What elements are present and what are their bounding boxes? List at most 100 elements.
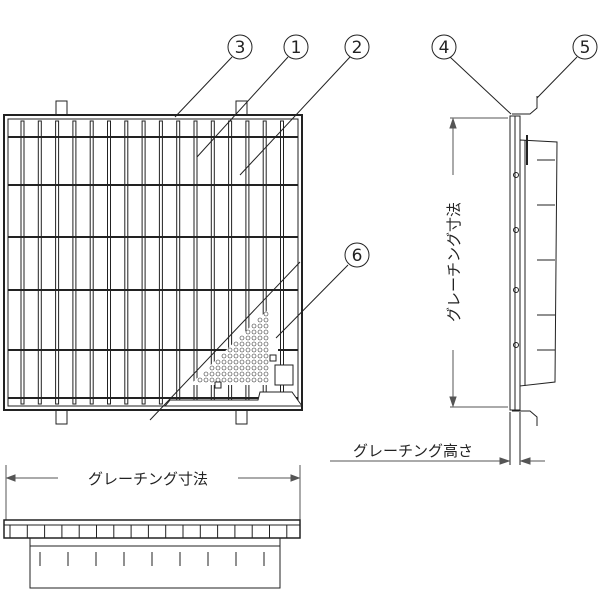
perforation-hole [257, 323, 263, 329]
perforation-hole [227, 353, 233, 359]
perforation-hole [257, 329, 263, 335]
bearing-bar [124, 120, 129, 405]
callout-number: 2 [352, 38, 363, 58]
outer-frame [3, 114, 303, 411]
thickness-dimension-label: グレーチング高さ [353, 442, 473, 460]
perforation-hole [251, 353, 257, 359]
callout-circle [227, 34, 253, 60]
width-dimension [5, 465, 301, 520]
perforation-hole [233, 377, 239, 383]
section-cut-line [149, 261, 301, 421]
bearing-bar [176, 120, 181, 405]
bearing-bar [55, 120, 60, 405]
perforation-hole [221, 353, 227, 359]
width-dimension-label: グレーチング寸法 [88, 470, 208, 488]
clip [513, 172, 519, 178]
callout-number: 3 [235, 38, 246, 58]
perforation-hole [251, 377, 257, 383]
perforation-hole [245, 377, 251, 383]
perforation-hole [209, 371, 215, 377]
perforation-hole [263, 377, 269, 383]
perforation-hole [257, 371, 263, 377]
bearing-bar [20, 120, 25, 405]
perforation-hole [227, 347, 233, 353]
bearing-bar [158, 120, 163, 405]
perforation-hole [251, 365, 257, 371]
perforation-hole [221, 359, 227, 365]
perforation-hole [239, 365, 245, 371]
perforation-hole [233, 353, 239, 359]
bearing-bar [89, 120, 94, 405]
perforation-hole [233, 365, 239, 371]
leaders [174, 56, 578, 339]
anchor-tab [55, 100, 68, 116]
plan-view [3, 100, 303, 425]
callout-circle [283, 34, 309, 60]
perforation-hole [221, 377, 227, 383]
perforation-hole [263, 311, 269, 317]
perforation-hole [239, 359, 245, 365]
perforation-hole [227, 365, 233, 371]
perforation-hole [209, 377, 215, 383]
perforation-hole [221, 371, 227, 377]
perforation-hole [257, 359, 263, 365]
thickness-dimension [330, 457, 545, 465]
anchor-tab [235, 409, 248, 425]
perforation-hole [257, 347, 263, 353]
perforation-hole [209, 365, 215, 371]
perforation-hole [245, 353, 251, 359]
perforation-hole [251, 329, 257, 335]
side-elevation [509, 96, 558, 465]
bolt-icon [214, 381, 222, 389]
perforation-hole [257, 377, 263, 383]
perforation-hole [215, 365, 221, 371]
perforation-hole [257, 317, 263, 323]
perforation-hole [263, 353, 269, 359]
callout-number: 5 [580, 38, 591, 58]
perforation-hole [257, 365, 263, 371]
hinge-block [274, 364, 294, 386]
bearing-bar [72, 120, 77, 405]
perforation-hole [251, 323, 257, 329]
perforation-hole [239, 353, 245, 359]
perforation-hole [233, 359, 239, 365]
perforation-hole [245, 359, 251, 365]
perforation-hole [257, 353, 263, 359]
bearing-bar [141, 120, 146, 405]
perforation-hole [227, 377, 233, 383]
front-elevation [3, 519, 301, 589]
perforation-hole [263, 329, 269, 335]
perforation-hole [203, 377, 209, 383]
perforation-hole [263, 317, 269, 323]
bearing-bar [193, 120, 198, 405]
perforation-hole [257, 335, 263, 341]
perforation-hole [251, 335, 257, 341]
callout-circle [344, 34, 370, 60]
bearing-bar [280, 120, 284, 405]
perforation-hole [233, 341, 239, 347]
perforation-hole [245, 365, 251, 371]
perforation-hole [233, 347, 239, 353]
perforation-hole [263, 371, 269, 377]
clip [513, 342, 519, 348]
inner-frame [7, 118, 299, 407]
anchor-tab [55, 409, 68, 425]
perforation-hole [251, 347, 257, 353]
callout-circle [344, 242, 370, 268]
perforation-hole [245, 347, 251, 353]
perforation-hole [245, 371, 251, 377]
perforation-hole [257, 341, 263, 347]
perforation-hole [245, 335, 251, 341]
perforation-hole [227, 371, 233, 377]
clip [513, 287, 519, 293]
perforation-hole [239, 371, 245, 377]
perforation-hole [203, 371, 209, 377]
perforation-hole [239, 341, 245, 347]
callout-circle [431, 34, 457, 60]
callout-number: 6 [352, 246, 363, 266]
perforation-hole [239, 335, 245, 341]
bolt-icon [269, 354, 277, 362]
callout-circle [572, 34, 598, 60]
perforation-hole [263, 323, 269, 329]
